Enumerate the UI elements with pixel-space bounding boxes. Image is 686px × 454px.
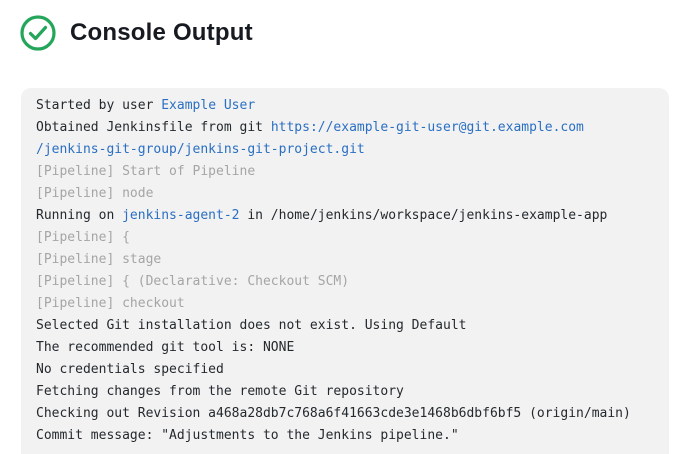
console-text: Checking out Revision a468a28db7c768a6f4…: [36, 406, 631, 421]
console-text: Started by user: [36, 98, 162, 113]
console-text: No credentials specified: [36, 362, 224, 377]
console-line: No credentials specified: [36, 359, 654, 381]
console-text: The recommended git tool is: NONE: [36, 340, 295, 355]
console-line: [Pipeline] {: [36, 227, 654, 249]
console-text: Commit message: "Adjustments to the Jenk…: [36, 428, 459, 443]
page-title: Console Output: [70, 19, 253, 46]
console-link[interactable]: https://example-git-user@git.example.com: [270, 120, 584, 135]
console-text: Fetching changes from the remote Git rep…: [36, 384, 404, 399]
console-text: [Pipeline] checkout: [36, 296, 185, 311]
console-link[interactable]: /jenkins-git-group/jenkins-git-project.g…: [36, 142, 365, 157]
console-line: [Pipeline] checkout: [36, 293, 654, 315]
console-text: [Pipeline] { (Declarative: Checkout SCM): [36, 274, 350, 289]
console-line: Checking out Revision a468a28db7c768a6f4…: [36, 403, 654, 425]
console-text: Running on: [36, 208, 123, 223]
console-link[interactable]: jenkins-agent-2: [122, 208, 240, 223]
check-circle-icon: [19, 14, 57, 52]
console-line: Selected Git installation does not exist…: [36, 315, 654, 337]
console-text: [Pipeline] {: [36, 230, 130, 245]
console-line: Running on jenkins-agent-2 in /home/jenk…: [36, 205, 654, 227]
console-text: Selected Git installation does not exist…: [36, 318, 467, 333]
console-line: [Pipeline] Start of Pipeline: [36, 161, 654, 183]
console-text: [Pipeline] node: [36, 186, 154, 201]
page-header: Console Output: [0, 0, 686, 52]
console-line: Obtained Jenkinsfile from git https://ex…: [36, 117, 654, 139]
console-text: [Pipeline] stage: [36, 252, 162, 267]
console-line: [Pipeline] { (Declarative: Checkout SCM): [36, 271, 654, 293]
console-line: Fetching changes from the remote Git rep…: [36, 381, 654, 403]
console-line: The recommended git tool is: NONE: [36, 337, 654, 359]
console-text: in /home/jenkins/workspace/jenkins-examp…: [239, 208, 608, 223]
console-line: [Pipeline] node: [36, 183, 654, 205]
console-link[interactable]: Example User: [161, 98, 256, 113]
console-line: /jenkins-git-group/jenkins-git-project.g…: [36, 139, 654, 161]
console-line: [Pipeline] stage: [36, 249, 654, 271]
console-line: Commit message: "Adjustments to the Jenk…: [36, 425, 654, 447]
console-text: Obtained Jenkinsfile from git: [36, 120, 271, 135]
console-line: Started by user Example User: [36, 95, 654, 117]
console-text: [Pipeline] Start of Pipeline: [36, 164, 256, 179]
